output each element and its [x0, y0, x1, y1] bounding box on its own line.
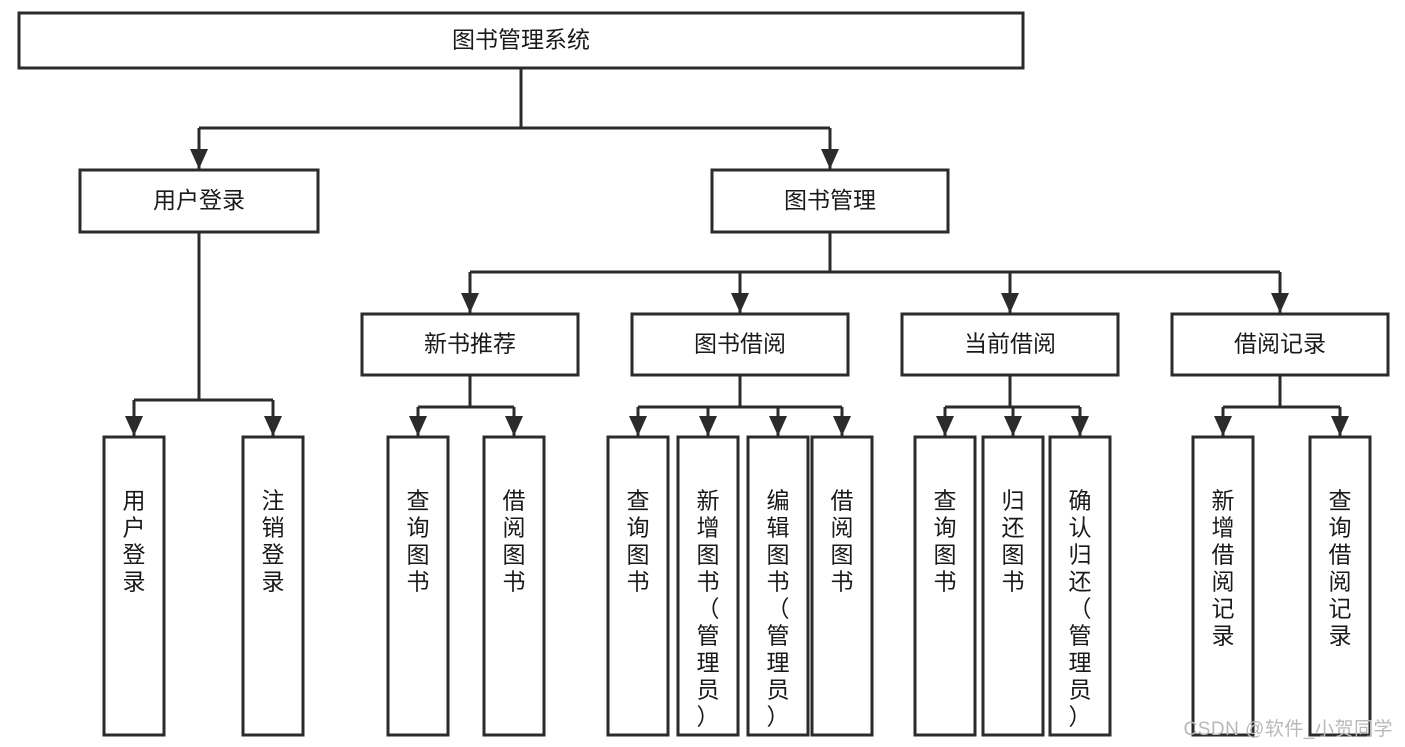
node-label: 查询图书 [407, 488, 430, 595]
node-box [676, 435, 740, 737]
node-label: 注销登录 [262, 488, 285, 595]
arrow-head-icon [1214, 416, 1232, 436]
node-借阅图书-7[interactable]: 借阅图书 [810, 435, 874, 737]
node-label: 当前借阅 [964, 331, 1056, 357]
node-当前借阅-2[interactable]: 当前借阅 [900, 312, 1120, 377]
node-box [1170, 312, 1390, 377]
node-box [17, 11, 1025, 70]
connector-layer [125, 68, 1349, 436]
connector-group [409, 375, 523, 436]
node-新增借阅记录-11[interactable]: 新增借阅记录 [1191, 435, 1255, 737]
node-box [360, 312, 580, 377]
node-box [386, 435, 450, 737]
node-label: 查询图书 [934, 488, 957, 595]
arrow-head-icon [821, 149, 839, 169]
node-label: 新增图书（管理员） [697, 488, 720, 730]
arrow-head-icon [1071, 416, 1089, 436]
arrow-head-icon [505, 416, 523, 436]
node-layer: 图书管理系统用户登录图书管理新书推荐图书借阅当前借阅借阅记录用户登录注销登录查询… [17, 11, 1390, 737]
node-label: 确认归还（管理员） [1069, 488, 1092, 730]
node-box [78, 168, 320, 234]
arrow-head-icon [264, 416, 282, 436]
node-box [102, 435, 166, 737]
arrow-head-icon [629, 416, 647, 436]
connector-group [190, 68, 839, 169]
node-label: 借阅记录 [1234, 331, 1326, 357]
connector-group [936, 375, 1089, 436]
node-label: 查询借阅记录 [1329, 488, 1352, 649]
arrow-head-icon [125, 416, 143, 436]
node-box [1048, 435, 1112, 737]
node-label: 查询图书 [627, 488, 650, 595]
node-box [746, 435, 810, 737]
node-box [1191, 435, 1255, 737]
node-label: 借阅图书 [831, 488, 854, 595]
node-box [810, 435, 874, 737]
node-图书管理-1[interactable]: 图书管理 [710, 168, 950, 234]
arrow-head-icon [769, 416, 787, 436]
node-查询借阅记录-12[interactable]: 查询借阅记录 [1308, 435, 1372, 737]
arrow-head-icon [936, 416, 954, 436]
node-查询图书-8[interactable]: 查询图书 [913, 435, 977, 737]
node-label: 新书推荐 [424, 331, 516, 357]
arrow-head-icon [1001, 293, 1019, 313]
arrow-head-icon [1271, 293, 1289, 313]
node-查询图书-2[interactable]: 查询图书 [386, 435, 450, 737]
node-box [710, 168, 950, 234]
node-图书管理系统[interactable]: 图书管理系统 [17, 11, 1025, 70]
node-借阅记录-3[interactable]: 借阅记录 [1170, 312, 1390, 377]
node-box [630, 312, 850, 377]
arrow-head-icon [1331, 416, 1349, 436]
connector-group [1214, 375, 1349, 436]
node-查询图书-4[interactable]: 查询图书 [606, 435, 670, 737]
node-图书借阅-1[interactable]: 图书借阅 [630, 312, 850, 377]
node-用户登录-0[interactable]: 用户登录 [102, 435, 166, 737]
node-确认归还管理员-10[interactable]: 确认归还（管理员） [1048, 435, 1112, 737]
connector-group [461, 232, 1289, 313]
node-新书推荐-0[interactable]: 新书推荐 [360, 312, 580, 377]
node-box [482, 435, 546, 737]
arrow-head-icon [461, 293, 479, 313]
node-新增图书管理员-5[interactable]: 新增图书（管理员） [676, 435, 740, 737]
node-label: 借阅图书 [503, 488, 526, 595]
arrow-head-icon [190, 149, 208, 169]
node-label: 编辑图书（管理员） [767, 488, 790, 730]
node-box [981, 435, 1045, 737]
node-借阅图书-3[interactable]: 借阅图书 [482, 435, 546, 737]
arrow-head-icon [409, 416, 427, 436]
node-用户登录-0[interactable]: 用户登录 [78, 168, 320, 234]
node-label: 图书管理系统 [452, 27, 590, 53]
node-label: 用户登录 [123, 488, 146, 595]
node-label: 用户登录 [153, 187, 245, 213]
connector-group [125, 232, 282, 436]
node-box [606, 435, 670, 737]
node-box [900, 312, 1120, 377]
node-box [913, 435, 977, 737]
node-注销登录-1[interactable]: 注销登录 [241, 435, 305, 737]
arrow-head-icon [833, 416, 851, 436]
arrow-head-icon [731, 293, 749, 313]
node-label: 图书管理 [784, 187, 876, 213]
connector-group [629, 375, 851, 436]
node-编辑图书管理员-6[interactable]: 编辑图书（管理员） [746, 435, 810, 737]
arrow-head-icon [1004, 416, 1022, 436]
arrow-head-icon [699, 416, 717, 436]
node-label: 新增借阅记录 [1212, 488, 1235, 649]
node-box [241, 435, 305, 737]
node-label: 归还图书 [1002, 488, 1025, 595]
node-归还图书-9[interactable]: 归还图书 [981, 435, 1045, 737]
node-box [1308, 435, 1372, 737]
node-label: 图书借阅 [694, 331, 786, 357]
